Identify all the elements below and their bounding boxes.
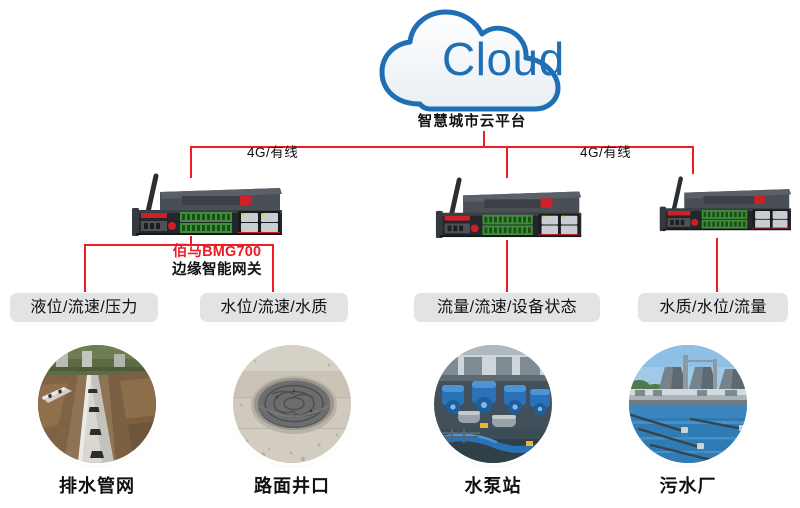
manhole-cover-photo: [233, 345, 351, 463]
device-type-label: 边缘智能网关: [172, 262, 262, 279]
wire-trunk-to-gateway-3: [692, 146, 694, 174]
gateway-device-1[interactable]: [130, 172, 290, 238]
device-callout: 佰马BMG700 边缘智能网关: [142, 243, 292, 279]
wire-gateway-3-to-tag-4: [716, 238, 718, 292]
wire-gateway-1-to-tag-1: [84, 244, 86, 292]
drainage-pipe-network-photo: [38, 345, 156, 463]
cloud-wordmark: Cloud: [442, 33, 565, 85]
sensor-tag-1-label: 液位/流速/压力: [30, 299, 138, 316]
wire-trunk-to-gateway-2: [506, 146, 508, 178]
sensor-tag-4-label: 水质/水位/流量: [659, 299, 767, 316]
sensor-tag-3[interactable]: 流量/流速/设备状态: [414, 293, 600, 322]
site-caption-3: 水泵站: [464, 476, 522, 496]
sensor-tag-1[interactable]: 液位/流速/压力: [10, 293, 158, 322]
wire-gateway-2-to-tag-3: [506, 240, 508, 292]
sensor-tag-2-label: 水位/流速/水质: [220, 299, 328, 316]
sensor-tag-4[interactable]: 水质/水位/流量: [638, 293, 788, 322]
wire-trunk-horizontal: [190, 146, 693, 148]
wastewater-plant-photo: [629, 345, 747, 463]
wire-cloud-to-trunk: [483, 131, 485, 147]
wire-gateway-1-to-tag-2: [272, 244, 274, 292]
cloud-icon: [379, 9, 561, 112]
sensor-tag-2[interactable]: 水位/流速/水质: [200, 293, 348, 322]
gateway-device-3[interactable]: [658, 174, 798, 234]
wire-gateway-1-bus: [84, 244, 274, 246]
device-model-label: 佰马BMG700: [172, 244, 262, 260]
site-caption-1: 排水管网: [59, 476, 135, 496]
link-label-left: 4G/有线: [247, 145, 299, 160]
cloud-platform-graphic: Cloud: [372, 8, 572, 118]
pump-station-photo: [434, 345, 552, 463]
site-caption-2: 路面井口: [254, 476, 330, 496]
sensor-tag-3-label: 流量/流速/设备状态: [437, 299, 577, 316]
wire-gateway-1-stub: [190, 236, 192, 246]
link-label-right: 4G/有线: [580, 145, 632, 160]
gateway-device-2[interactable]: [434, 176, 589, 240]
site-caption-4: 污水厂: [659, 476, 717, 496]
wire-trunk-to-gateway-1: [190, 146, 192, 178]
cloud-platform-caption: 智慧城市云平台: [417, 114, 527, 130]
